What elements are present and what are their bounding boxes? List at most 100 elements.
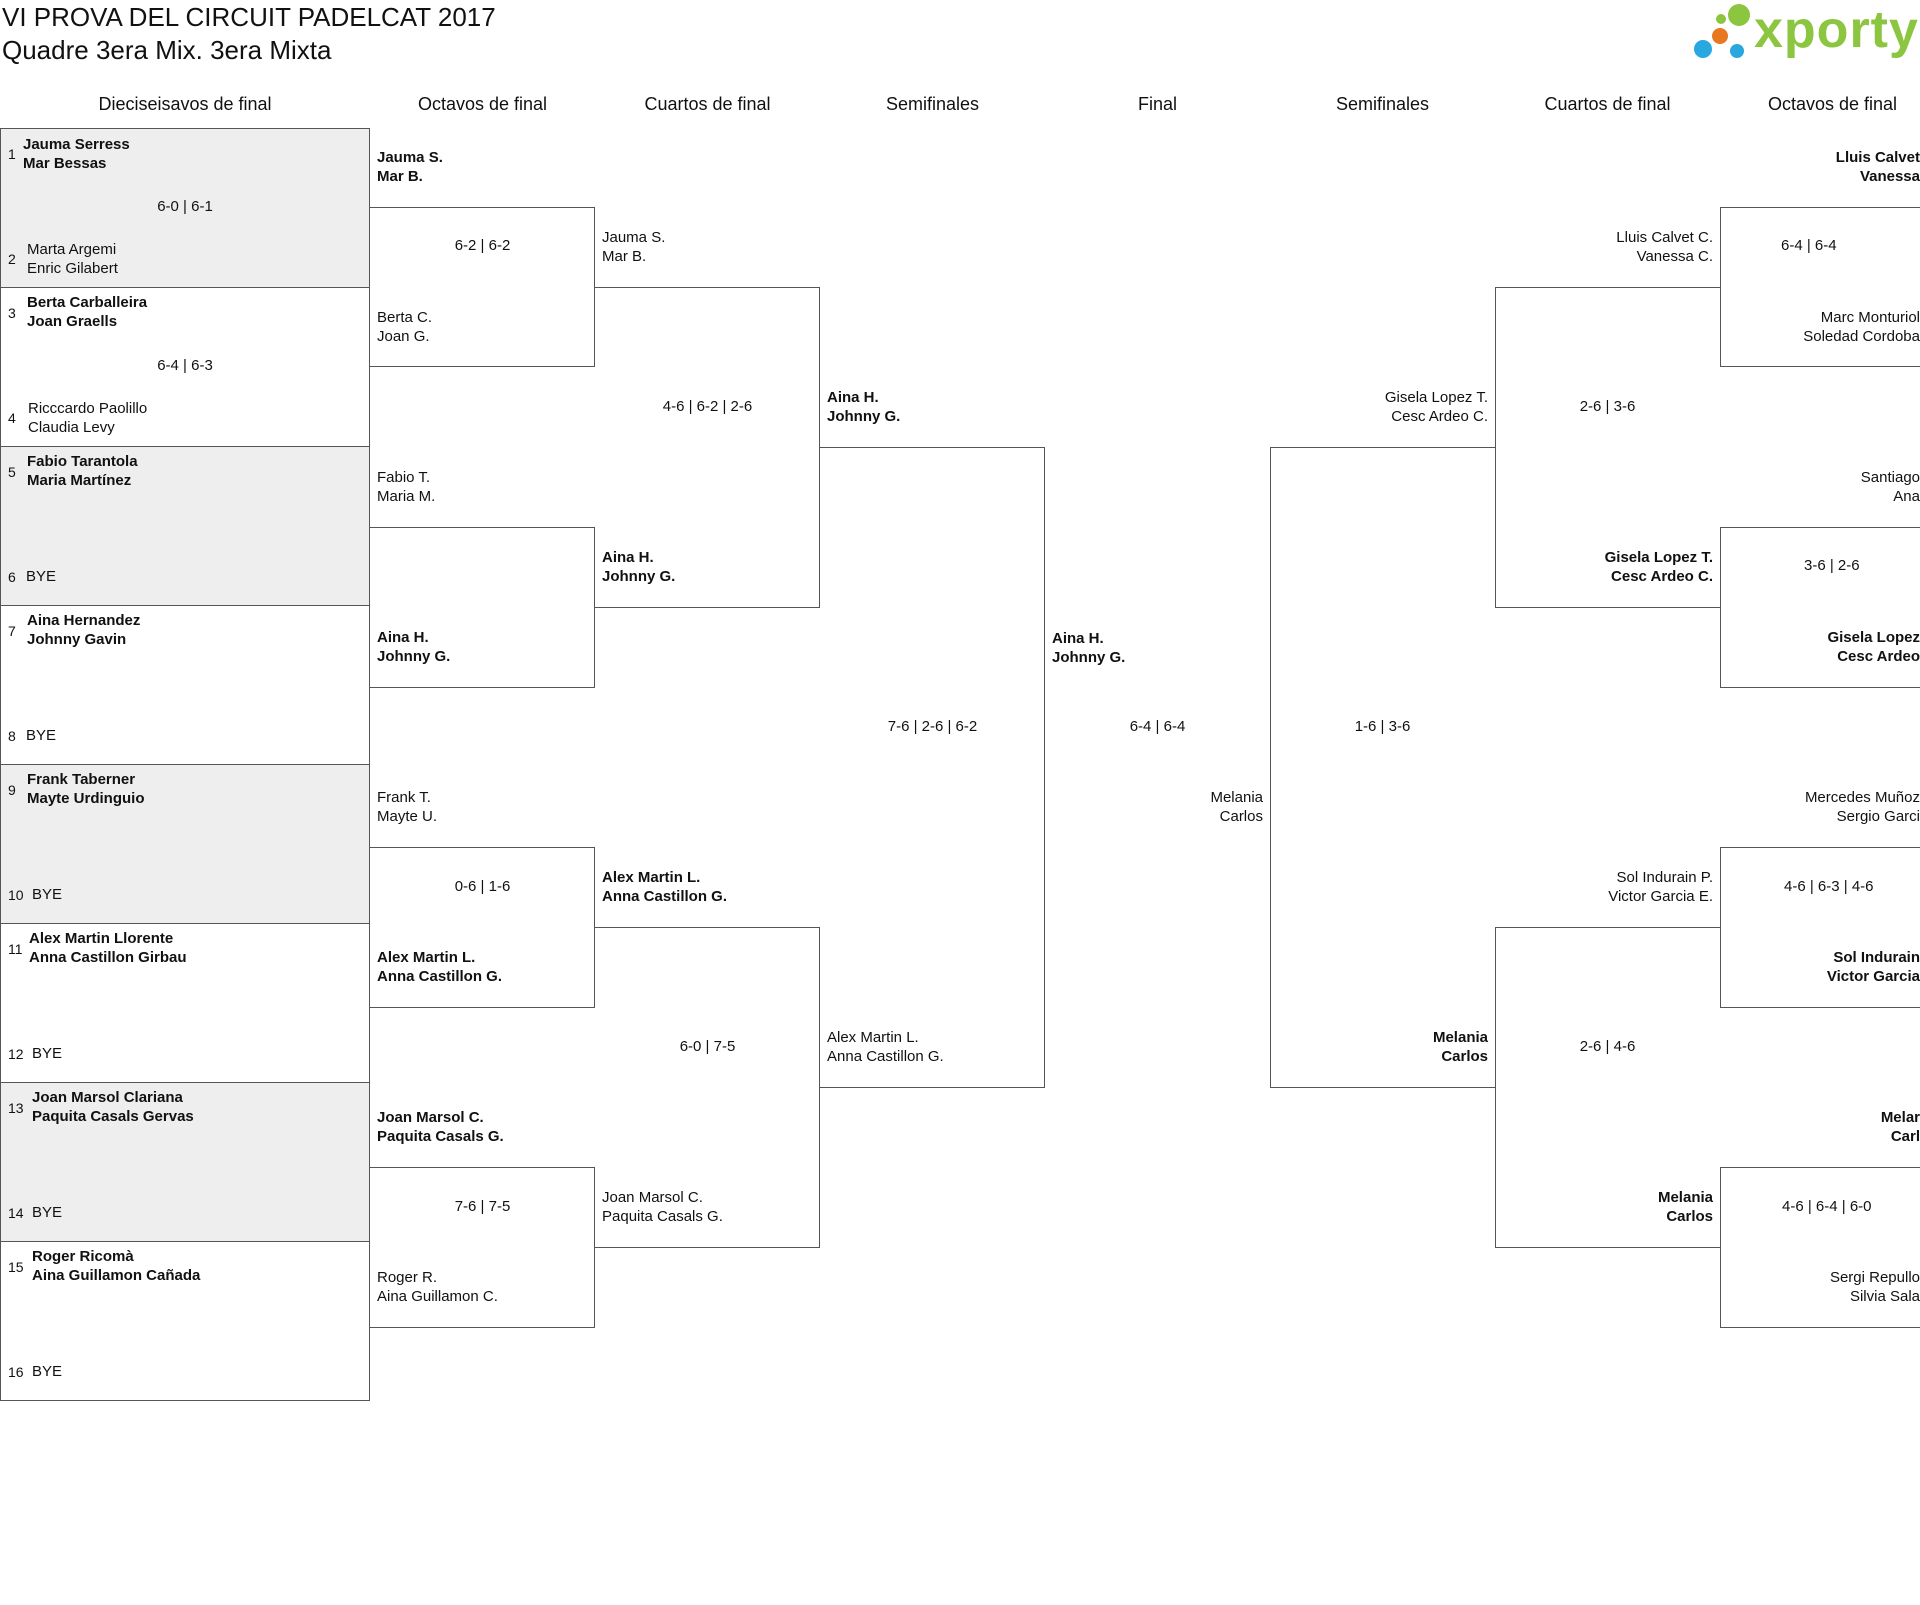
qf-right-bracket-1	[1495, 287, 1720, 608]
pair-entry: BYE	[32, 1204, 63, 1221]
header-r16-left: Octavos de final	[417, 94, 548, 114]
qf-right-bracket-2	[1495, 927, 1720, 1248]
pair-entry: Jauma S.Mar B.	[602, 229, 666, 265]
r16-left-bracket-1	[370, 207, 595, 367]
seed-number: 15	[8, 1259, 24, 1275]
pair-entry: BYE	[32, 1363, 63, 1380]
sf-right-bracket	[1270, 447, 1495, 1088]
match-score: 7-6 | 7-5	[454, 1198, 511, 1215]
pair-entry: Aina H.Johnny G.	[377, 629, 451, 665]
pair-entry: Berta C.Joan G.	[377, 309, 433, 345]
r32-match-8	[0, 1241, 370, 1401]
page-title: VI PROVA DEL CIRCUIT PADELCAT 2017 Quadr…	[2, 1, 496, 67]
match-score: 2-6 | 3-6	[1579, 398, 1636, 415]
seed-number: 9	[8, 782, 16, 798]
logo-dot-green-small	[1716, 14, 1726, 24]
r16-left-bracket-2	[370, 527, 595, 688]
seed-number: 2	[8, 251, 16, 267]
logo-dot-blue	[1694, 40, 1712, 58]
seed-number: 6	[8, 569, 16, 585]
xporty-logo: xporty	[1690, 0, 1920, 70]
pair-entry: Alex Martin L.Anna Castillon G.	[377, 949, 503, 985]
logo-dot-green	[1728, 4, 1750, 26]
r32-match-3	[0, 446, 370, 606]
match-score: 7-6 | 2-6 | 6-2	[887, 718, 978, 735]
pair-entry: Aina H.Johnny G.	[827, 389, 901, 425]
match-score: 4-6 | 6-2 | 2-6	[662, 398, 753, 415]
pair-entry: Jauma S.Mar B.	[377, 149, 443, 185]
header-r16-right: Octavos de final	[1767, 94, 1898, 114]
final-score: 6-4 | 6-4	[1129, 718, 1186, 735]
r32-match-5	[0, 764, 370, 924]
seed-number: 3	[8, 305, 16, 321]
pair-entry: BYE	[26, 568, 57, 585]
seed-number: 8	[8, 728, 16, 744]
pair-entry: Sol Indurain P.Victor Garcia E.	[1608, 869, 1713, 905]
pair-entry: Aina H.Johnny G.	[602, 549, 676, 585]
pair-entry: Joan Marsol C.Paquita Casals G.	[602, 1189, 723, 1225]
r16-right-bracket-2	[1720, 527, 1920, 688]
qf-left-bracket-2	[595, 927, 820, 1248]
sf-left-bracket	[820, 447, 1045, 1088]
seed-number: 16	[8, 1364, 24, 1380]
tournament-title: VI PROVA DEL CIRCUIT PADELCAT 2017	[2, 2, 496, 32]
finalist-left: Aina H.Johnny G.	[1052, 630, 1126, 666]
match-score: 6-0 | 7-5	[679, 1038, 736, 1055]
seed-number: 7	[8, 623, 16, 639]
pair-entry: Frank T.Mayte U.	[377, 789, 438, 825]
seed-number: 12	[8, 1046, 24, 1062]
r32-match-7	[0, 1082, 370, 1242]
match-score: 6-4 | 6-4	[1781, 237, 1837, 254]
header-sf-left: Semifinales	[885, 94, 980, 114]
r16-right-bracket-3	[1720, 847, 1920, 1008]
r16-left-bracket-3	[370, 847, 595, 1008]
pair-entry: BYE	[32, 886, 63, 903]
seed-number: 10	[8, 887, 24, 903]
header-qf-left: Cuartos de final	[644, 94, 771, 114]
qf-left-bracket-1	[595, 287, 820, 608]
r16-right-bracket-4	[1720, 1167, 1920, 1328]
header-final: Final	[1137, 94, 1177, 114]
pair-entry: BYE	[26, 727, 57, 744]
r16-right-bracket-1	[1720, 207, 1920, 367]
pair-entry: Alex Martin L.Anna Castillon G.	[827, 1029, 944, 1065]
seed-number: 1	[8, 146, 16, 162]
seed-number: 11	[8, 941, 23, 957]
pair-entry: Roger R.Aina Guillamon C.	[377, 1269, 498, 1305]
match-score: 6-2 | 6-2	[454, 237, 511, 254]
match-score: 4-6 | 6-4 | 6-0	[1782, 1198, 1872, 1215]
pair-entry: Alex Martin L.Anna Castillon G.	[602, 869, 728, 905]
seed-number: 13	[8, 1100, 24, 1116]
r32-match-1	[0, 128, 370, 288]
pair-entry: Fabio T.Maria M.	[377, 469, 436, 505]
seed-number: 5	[8, 464, 16, 480]
seed-number: 14	[8, 1205, 24, 1221]
pair-entry: Joan Marsol C.Paquita Casals G.	[377, 1109, 504, 1145]
draw-subtitle: Quadre 3era Mix. 3era Mixta	[2, 35, 332, 65]
pair-entry: Gisela Lopez T.Cesc Ardeo C.	[1604, 549, 1713, 585]
logo-text: xporty	[1754, 1, 1919, 59]
pair-entry: BYE	[32, 1045, 63, 1062]
match-score: 2-6 | 4-6	[1579, 1038, 1636, 1055]
match-score: 0-6 | 1-6	[454, 878, 511, 895]
pair-entry: Gisela Lopez T.Cesc Ardeo C.	[1384, 389, 1488, 425]
logo-dot-blue-2	[1730, 44, 1744, 58]
match-score: 1-6 | 3-6	[1354, 718, 1411, 735]
pair-entry: Lluis Calvet C.Vanessa C.	[1616, 229, 1713, 265]
